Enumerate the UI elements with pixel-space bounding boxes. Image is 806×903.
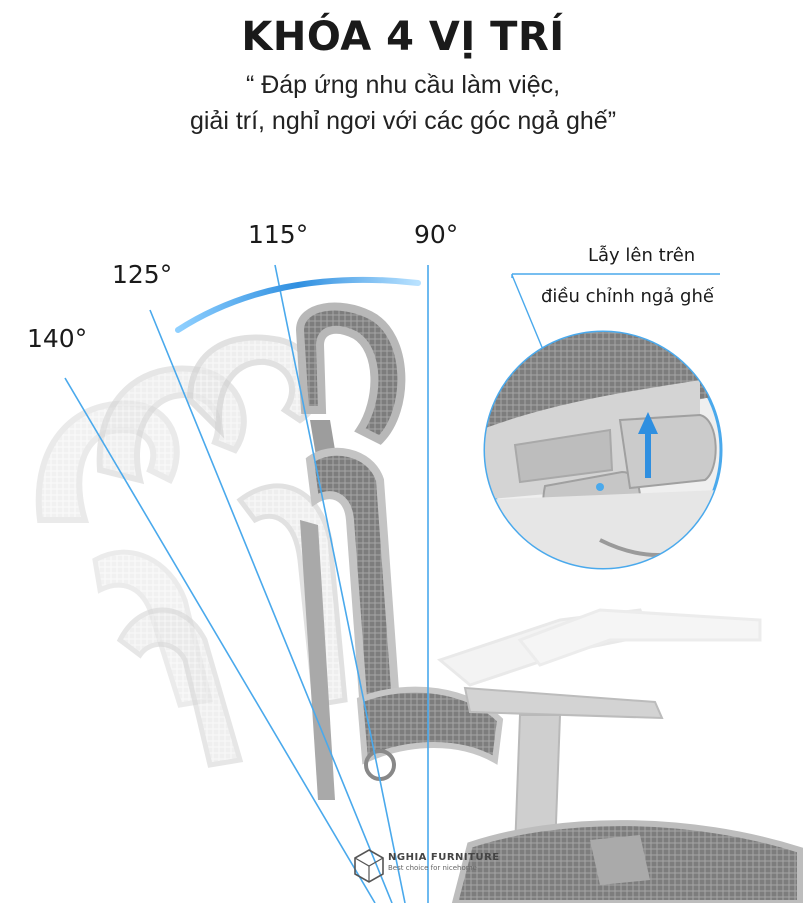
angle-label-115: 115° (248, 220, 309, 249)
angle-label-140: 140° (27, 324, 88, 353)
callout-line-1: Lẫy lên trên (588, 245, 696, 266)
angle-label-90: 90° (414, 220, 459, 249)
page-title: KHÓA 4 VỊ TRÍ (241, 14, 565, 60)
brand-tagline: Best choice for nicehome (388, 864, 477, 872)
main-chair (295, 302, 803, 903)
angle-guide-lines (64, 264, 429, 903)
zoom-detail-lever (483, 330, 723, 570)
brand-watermark: NGHIA FURNITURE Best choice for nicehome (388, 852, 500, 872)
brand-logo-icon (354, 849, 384, 883)
arrow-up-icon (638, 412, 658, 478)
ghost-armrests (436, 608, 762, 687)
angle-arc (175, 276, 421, 333)
angle-label-125: 125° (112, 260, 173, 289)
brand-name: NGHIA FURNITURE (388, 852, 500, 863)
line-140 (64, 377, 376, 903)
quote-line-2: giải trí, nghỉ ngơi với các góc ngả ghế” (189, 107, 617, 135)
line-115 (274, 264, 406, 903)
line-125 (149, 309, 393, 903)
callout-line-2: điều chỉnh ngả ghế (541, 286, 714, 307)
quote-line-1: “ Đáp ứng nhu cầu làm việc, (245, 71, 561, 99)
